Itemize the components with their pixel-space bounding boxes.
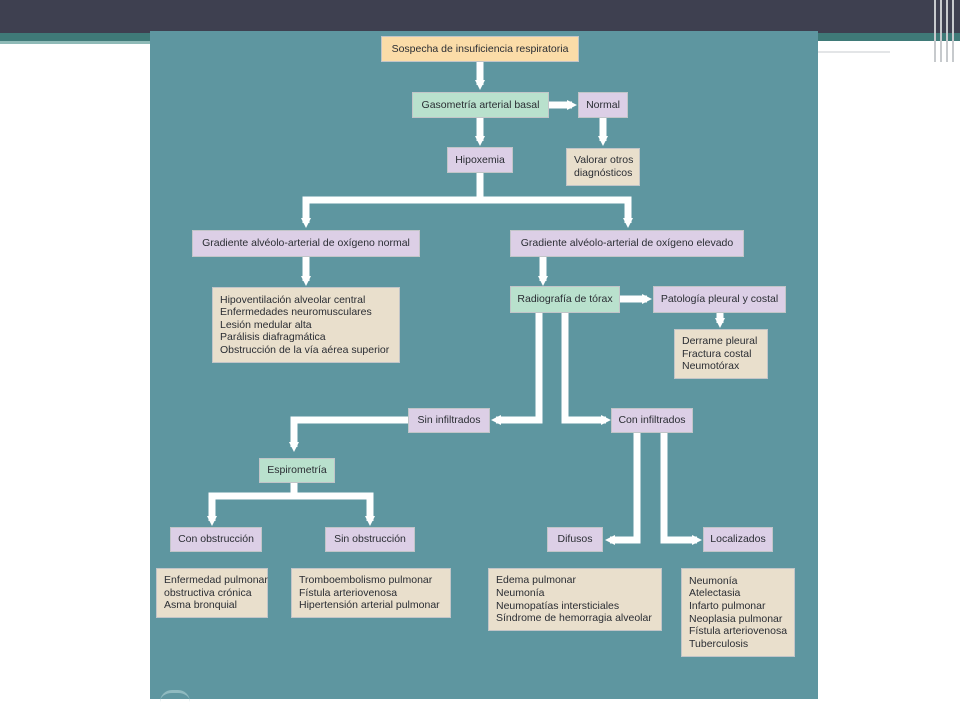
valorar-line: Valorar otros — [574, 154, 634, 167]
causa-item: obstructiva crónica — [164, 586, 252, 599]
node-espirometria: Espirometría — [259, 458, 335, 483]
node-causas-con-obstruccion: Enfermedad pulmonar obstructiva crónica … — [156, 568, 268, 618]
node-radiografia-torax: Radiografía de tórax — [510, 286, 620, 313]
causa-item: Fístula arteriovenosa — [299, 586, 398, 599]
causa-item: Asma bronquial — [164, 599, 237, 612]
node-hipoxemia: Hipoxemia — [447, 147, 513, 173]
header-bar — [0, 0, 960, 33]
arrow-radiografia-to-sin-infiltrados — [491, 313, 543, 425]
node-sin-obstruccion: Sin obstrucción — [325, 527, 415, 552]
causa-item: Hipoventilación alveolar central — [220, 293, 366, 306]
causa-item: Obstrucción de la vía aérea superior — [220, 343, 390, 356]
arrow-espirometria-to-con-obstruccion — [207, 483, 298, 526]
header-decoration-line — [818, 51, 890, 53]
node-valorar-otros: Valorar otros diagnósticos — [566, 148, 640, 186]
causa-item: Neumonía — [689, 574, 738, 587]
causa-item: Edema pulmonar — [496, 574, 576, 587]
node-difusos: Difusos — [547, 527, 603, 552]
arrow-hipoxemia-to-gradiente-normal — [301, 173, 484, 228]
node-gradiente-normal: Gradiente alvéolo-arterial de oxígeno no… — [192, 230, 420, 257]
header-decoration-line — [946, 0, 948, 62]
causa-item: Infarto pulmonar — [689, 599, 766, 612]
arrow-sin-infiltrados-to-espirometria — [289, 416, 408, 452]
publisher-logo-fragment — [160, 690, 190, 703]
header-decoration-line — [934, 0, 936, 62]
node-causas-localizados: Neumonía Atelectasia Infarto pulmonar Ne… — [681, 568, 795, 657]
node-causas-pleurales: Derrame pleural Fractura costal Neumotór… — [674, 329, 768, 379]
causa-item: Fractura costal — [682, 347, 752, 360]
arrow-con-infiltrados-to-localizados — [660, 433, 702, 545]
causa-item: Lesión medular alta — [220, 318, 312, 331]
arrow-con-infiltrados-to-difusos — [605, 433, 641, 545]
header-accent-line-light — [0, 41, 150, 44]
header-decoration-line — [952, 0, 954, 62]
node-causas-sin-obstruccion: Tromboembolismo pulmonar Fístula arterio… — [291, 568, 451, 618]
causa-item: Hipertensión arterial pulmonar — [299, 599, 440, 612]
node-localizados: Localizados — [703, 527, 773, 552]
node-con-infiltrados: Con infiltrados — [611, 408, 693, 433]
arrow-radiografia-to-con-infiltrados — [561, 313, 611, 425]
header-decoration-line — [940, 0, 942, 62]
causa-item: Neumopatías intersticiales — [496, 599, 620, 612]
node-sin-infiltrados: Sin infiltrados — [408, 408, 490, 433]
causa-item: Neoplasia pulmonar — [689, 612, 783, 625]
causa-item: Enfermedad pulmonar — [164, 574, 268, 587]
node-normal: Normal — [578, 92, 628, 118]
causa-item: Atelectasia — [689, 587, 741, 600]
node-gradiente-elevado: Gradiente alvéolo-arterial de oxígeno el… — [510, 230, 744, 257]
arrow-hipoxemia-to-gradiente-elevado — [480, 196, 633, 228]
causa-item: Enfermedades neuromusculares — [220, 306, 372, 319]
arrow-espirometria-to-sin-obstruccion — [294, 492, 375, 526]
causa-item: Derrame pleural — [682, 335, 758, 348]
causa-item: Parálisis diafragmática — [220, 331, 326, 344]
node-gasometria: Gasometría arterial basal — [412, 92, 549, 118]
node-patologia-pleural: Patología pleural y costal — [653, 286, 786, 313]
node-causas-difusos: Edema pulmonar Neumonía Neumopatías inte… — [488, 568, 662, 631]
causa-item: Neumonía — [496, 586, 545, 599]
causa-item: Tromboembolismo pulmonar — [299, 574, 433, 587]
node-con-obstruccion: Con obstrucción — [170, 527, 262, 552]
causa-item: Fístula arteriovenosa — [689, 625, 788, 638]
causa-item: Síndrome de hemorragia alveolar — [496, 612, 652, 625]
valorar-line: diagnósticos — [574, 167, 633, 179]
node-causas-gradiente-normal: Hipoventilación alveolar central Enferme… — [212, 287, 400, 363]
causa-item: Neumotórax — [682, 360, 740, 373]
causa-item: Tuberculosis — [689, 637, 749, 650]
node-sospecha-insuficiencia: Sospecha de insuficiencia respiratoria — [381, 36, 579, 62]
